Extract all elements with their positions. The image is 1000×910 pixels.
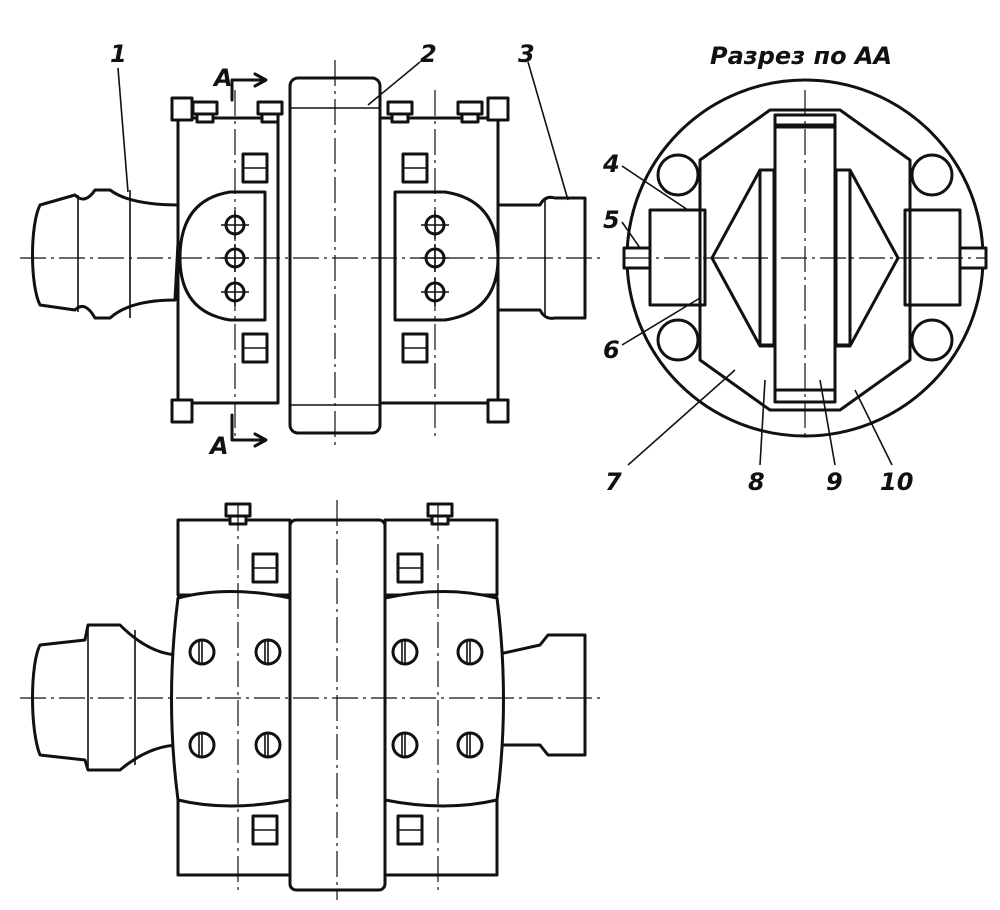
section-title: Разрез по АА	[710, 42, 892, 70]
callout-1: 1	[110, 40, 127, 68]
callout-8: 8	[748, 468, 765, 496]
section-mark-bottom: A	[208, 432, 229, 460]
callout-4: 4	[602, 150, 620, 178]
bottom-left-bearing	[170, 590, 292, 808]
callout-5: 5	[603, 206, 620, 234]
section-mark-top: A	[212, 64, 233, 92]
callout-2: 2	[420, 40, 437, 68]
section-view: Разрез по АА 4 5 6 7 8 9 10	[602, 42, 988, 496]
front-view: A A 1 2 3	[20, 40, 600, 460]
bottom-view	[20, 500, 600, 900]
left-shaft	[31, 188, 182, 320]
callout-10: 10	[880, 468, 913, 496]
callout-6: 6	[603, 336, 620, 364]
section-housing	[698, 108, 912, 412]
bottom-right-shaft	[493, 633, 587, 757]
callout-7: 7	[605, 468, 622, 496]
callout-3: 3	[518, 40, 535, 68]
callout-9: 9	[826, 468, 843, 496]
bottom-right-bearing	[383, 590, 505, 808]
